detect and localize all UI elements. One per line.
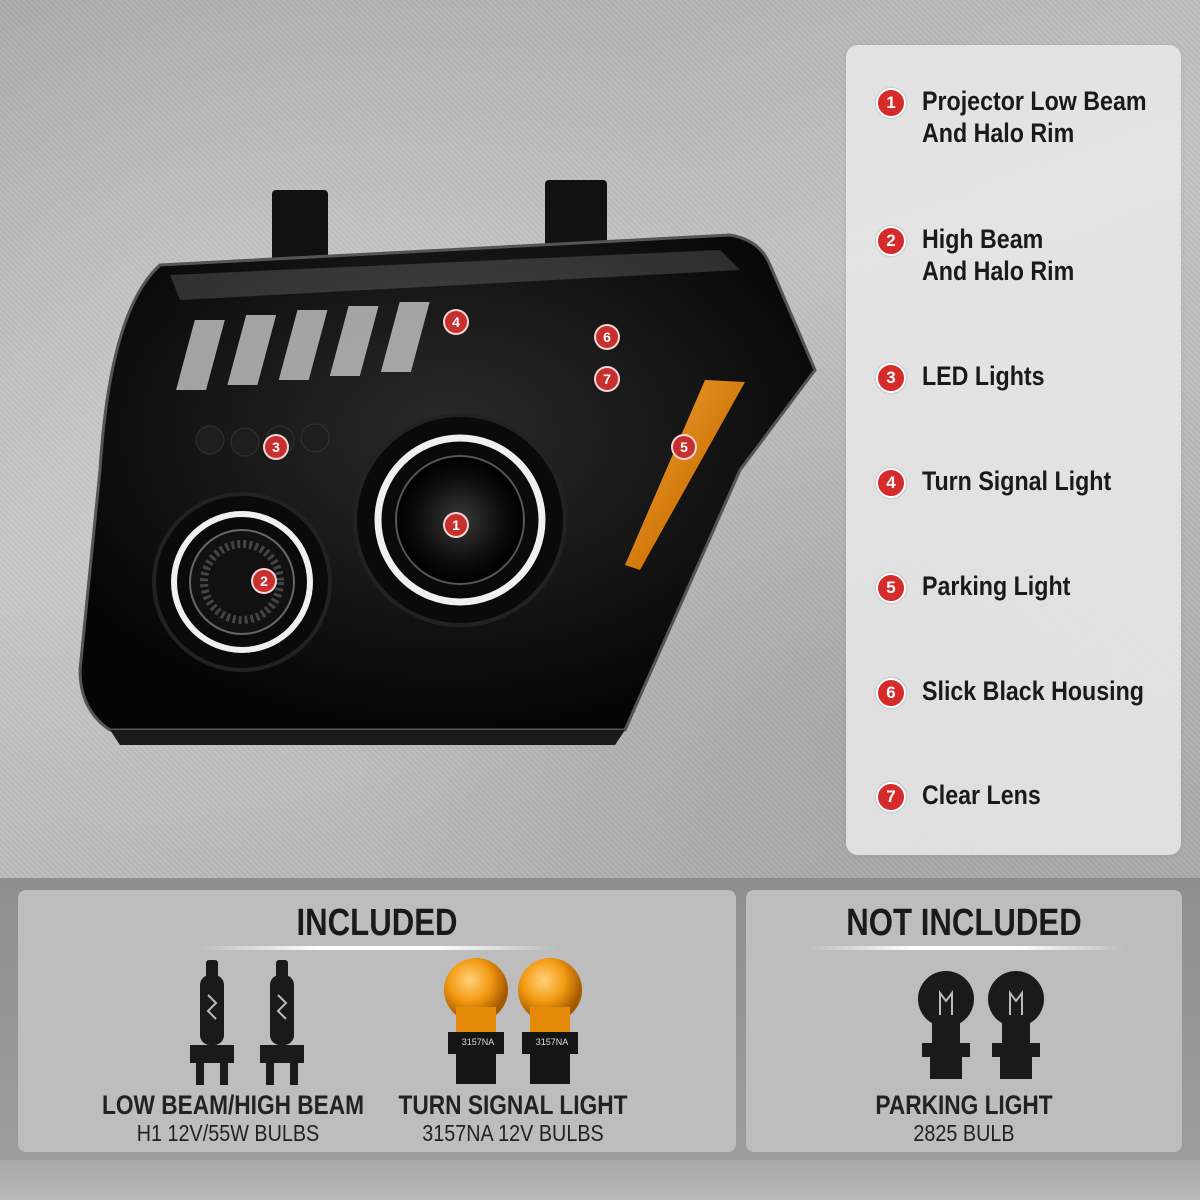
marker-1: 1 [443,512,469,538]
divider [198,946,558,950]
number-badge: 1 [876,88,906,118]
not-included-box: NOT INCLUDED PARKING LIGHT 2825 BULB [746,890,1182,1152]
divider [806,946,1126,950]
number-badge: 4 [876,468,906,498]
legend-item-5: 5 Parking Light [876,570,1176,603]
not-included-title: NOT INCLUDED [846,902,1082,944]
marker-5: 5 [671,434,697,460]
legend-label: Projector Low Beam And Halo Rim [922,86,1147,148]
marker-2: 2 [251,568,277,594]
marker-7: 7 [594,366,620,392]
legend-label: Slick Black Housing [922,676,1144,706]
legend-item-6: 6 Slick Black Housing [876,675,1176,708]
legend-item-1: 1 Projector Low Beam And Halo Rim [876,85,1176,149]
amber-reflector [625,380,745,570]
mount-tab-right [545,180,607,254]
number-badge: 6 [876,678,906,708]
included-box: INCLUDED [18,890,736,1152]
number-badge: 5 [876,573,906,603]
number-badge: 3 [876,363,906,393]
legend-item-7: 7 Clear Lens [876,779,1176,812]
legend-item-4: 4 Turn Signal Light [876,465,1176,498]
number-badge: 7 [876,782,906,812]
headlight-image: 1 2 3 4 5 6 7 [40,170,840,770]
h1-bulb-icon [190,960,304,1085]
legend-label: LED Lights [922,361,1045,391]
number-badge: 2 [876,226,906,256]
mount-tab-left [272,190,328,262]
marker-4: 4 [443,309,469,335]
bulb-code-right: 3157NA [535,1037,569,1047]
bottom-edge [0,1160,1200,1200]
marker-3: 3 [263,434,289,460]
legend-item-3: 3 LED Lights [876,360,1176,393]
halo-rim-right [374,434,546,606]
parking-light-label: PARKING LIGHT [875,1090,1053,1120]
legend-panel: 1 Projector Low Beam And Halo Rim 2 High… [846,45,1181,855]
turn-signal-label: TURN SIGNAL LIGHT [398,1090,628,1120]
marker-6: 6 [594,324,620,350]
headlight-svg [78,180,817,745]
low-high-beam-label: LOW BEAM/HIGH BEAM [102,1090,365,1120]
included-title: INCLUDED [296,902,458,944]
turn-signal-spec: 3157NA 12V BULBS [422,1120,604,1146]
legend-label: Parking Light [922,571,1071,601]
wedge-bulb-icon [918,971,1044,1079]
amber-bulb-icon [444,958,582,1084]
halo-rim-left [171,511,313,653]
low-high-beam-spec: H1 12V/55W BULBS [136,1120,320,1146]
legend-label: High Beam And Halo Rim [922,224,1075,286]
legend-label: Clear Lens [922,780,1041,810]
bulb-code-left: 3157NA [461,1037,495,1047]
legend-item-2: 2 High Beam And Halo Rim [876,223,1176,287]
parking-light-spec: 2825 BULB [913,1120,1015,1146]
legend-label: Turn Signal Light [922,466,1112,496]
